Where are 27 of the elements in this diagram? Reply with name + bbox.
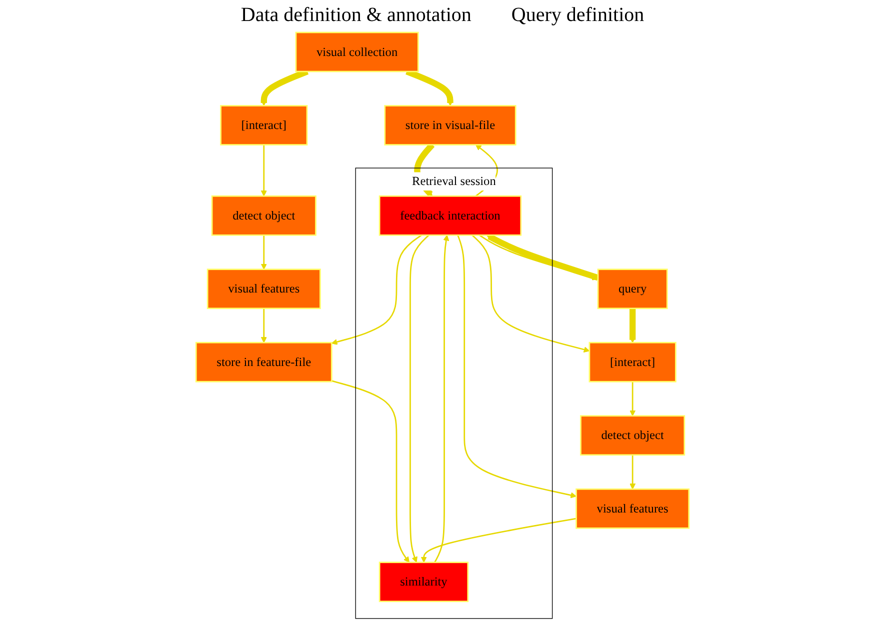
- arrow: [630, 308, 636, 343]
- node-box: similarity: [378, 562, 469, 602]
- node-box: query: [597, 268, 668, 310]
- node-box: visual collection: [295, 32, 419, 72]
- node-box: feedback interaction: [378, 195, 522, 236]
- arrow: [420, 518, 576, 563]
- arrow: [630, 382, 636, 416]
- region-label: Query definition: [511, 4, 644, 27]
- arrow: [434, 234, 450, 563]
- node-box: visual features: [576, 488, 690, 529]
- node-box: [interact]: [588, 342, 676, 382]
- arrow: [630, 454, 636, 490]
- arrow: [260, 144, 267, 196]
- node-box: detect object: [211, 195, 316, 236]
- arrow: [457, 234, 577, 498]
- arrow: [260, 308, 267, 343]
- arrow: [260, 235, 267, 270]
- node-box: visual features: [206, 268, 321, 310]
- arrow: [331, 380, 410, 563]
- node-box: [interact]: [220, 105, 308, 146]
- region-label: Data definition & annotation: [240, 4, 472, 27]
- node-box: store in visual-file: [384, 105, 516, 146]
- arrow: [410, 234, 430, 563]
- node-box: detect object: [580, 415, 686, 456]
- arrow: [472, 234, 590, 352]
- arrow: [331, 234, 422, 345]
- node-box: store in feature-file: [195, 342, 332, 382]
